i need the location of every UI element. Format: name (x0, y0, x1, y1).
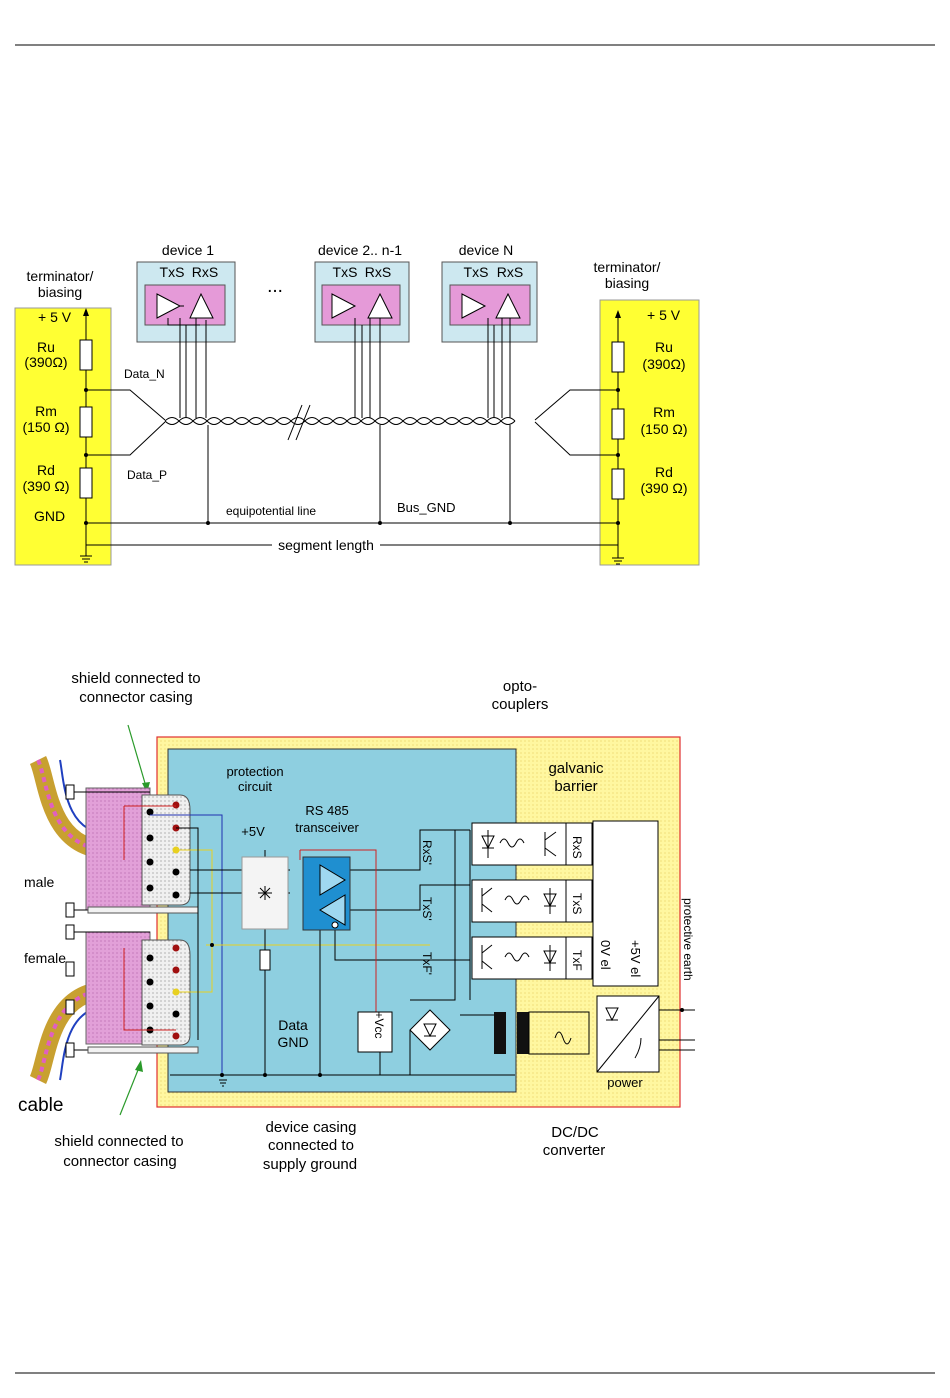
terminator-right-rd (611, 468, 625, 500)
terminator-left-ru-label: Ru (37, 339, 55, 355)
device-n-rxs: RxS (497, 264, 523, 280)
txf-prime-label: TxF' (420, 952, 434, 975)
device-1-rxs: RxS (192, 264, 218, 280)
terminator-right-rm-label: Rm (653, 404, 675, 420)
terminator-left-rm (79, 406, 93, 438)
optocoupler-txs: TxS (471, 879, 593, 923)
opto-rxs-label: RxS (570, 836, 584, 859)
terminator-right-rd-value: (390 Ω) (640, 480, 687, 496)
dcdc-label-1: DC/DC (551, 1124, 599, 1141)
female-connector-shell (85, 931, 151, 1045)
opto-label-1: opto- (503, 678, 537, 695)
devices-ellipsis: ... (267, 276, 283, 297)
casing-label-1: device casing (266, 1119, 357, 1136)
data-gnd-label-2: GND (277, 1034, 308, 1050)
terminator-right-rd-label: Rd (655, 464, 673, 480)
opto-txf-label: TxF (570, 950, 584, 971)
vcc-box (357, 1011, 393, 1053)
bias-resistor (259, 949, 271, 971)
terminator-left-gnd: GND (34, 508, 65, 524)
data-n-label: Data_N (124, 367, 165, 381)
shield-top-label-2: connector casing (79, 689, 192, 706)
dcdc-label-2: converter (543, 1142, 606, 1159)
bus-diagram: terminator/ biasing + 5 V Ru (390Ω) Rm (… (14, 242, 700, 566)
bus-gnd-label: Bus_GND (397, 500, 456, 515)
terminator-right-vcc: + 5 V (647, 307, 681, 323)
data-p-label: Data_P (127, 468, 167, 482)
terminator-left-label-2: biasing (38, 284, 82, 300)
terminator-left-rm-value: (150 Ω) (22, 419, 69, 435)
male-connector-pins (141, 794, 191, 906)
terminator-right-label-2: biasing (605, 275, 649, 291)
protective-earth-label: protective earth (681, 898, 695, 981)
device-2-txs: TxS (333, 264, 358, 280)
transformer-core-right (517, 1012, 529, 1054)
terminator-right-ru-value: (390Ω) (642, 356, 685, 372)
terminator-right-ru (611, 341, 625, 373)
device-1-title: device 1 (162, 242, 214, 258)
cable-break-mark (287, 404, 311, 441)
optocoupler-txf: TxF (471, 936, 593, 980)
device-2-title: device 2.. n-1 (318, 242, 402, 258)
terminator-left-ru (79, 339, 93, 371)
device-1-txs: TxS (160, 264, 185, 280)
female-label: female (24, 950, 66, 966)
optocoupler-rxs: RxS (471, 822, 593, 866)
terminator-right-rm-value: (150 Ω) (640, 421, 687, 437)
device-n-title: device N (459, 242, 513, 258)
shield-bottom-label-1: shield connected to (54, 1133, 183, 1150)
opto-label-2: couplers (492, 696, 549, 713)
device-2: device 2.. n-1 TxS RxS (314, 242, 410, 418)
terminator-left-rd-value: (390 Ω) (22, 478, 69, 494)
terminator-left-rd (79, 467, 93, 499)
terminator-right-label-1: terminator/ (594, 259, 661, 275)
equipotential-line-label: equipotential line (226, 504, 316, 518)
terminator-left-label-1: terminator/ (27, 268, 94, 284)
galvanic-label-1: galvanic (548, 760, 604, 777)
casing-label-3: supply ground (263, 1156, 357, 1173)
txs-prime-label: TxS' (420, 897, 434, 921)
zero-v-el-label: 0V el (598, 940, 613, 970)
logic-block (592, 820, 659, 987)
casing-label-2: connected to (268, 1137, 354, 1154)
transformer-core-left (494, 1012, 506, 1054)
data-gnd-label-1: Data (278, 1017, 308, 1033)
shield-top-pointer (127, 724, 148, 791)
male-connector-shell (85, 787, 151, 911)
vcc-label: +Vcc (372, 1011, 386, 1038)
opto-txs-label: TxS (570, 893, 584, 914)
female-connector-pins (141, 939, 191, 1046)
rxs-prime-label: RxS' (420, 840, 434, 865)
rs485-label-1: RS 485 (305, 803, 348, 818)
protection-label-2: circuit (238, 779, 272, 794)
galvanic-label-2: barrier (554, 778, 597, 795)
rs485-label-2: transceiver (295, 820, 359, 835)
segment-length-label: segment length (278, 537, 374, 553)
terminator-left-ru-value: (390Ω) (24, 354, 67, 370)
rectifier-bridge (409, 1009, 451, 1051)
protection-label-1: protection (226, 764, 283, 779)
terminator-left-rd-label: Rd (37, 462, 55, 478)
shield-top-label-1: shield connected to (71, 670, 200, 687)
cable-label: cable (18, 1095, 63, 1116)
power-label: power (607, 1075, 643, 1090)
device-1: device 1 TxS RxS (136, 242, 236, 418)
plus5v-label: +5V (241, 824, 265, 839)
device-n: device N TxS RxS (441, 242, 538, 418)
shield-bottom-label-2: connector casing (63, 1153, 176, 1170)
plus5v-el-label: +5V el (628, 940, 643, 977)
terminator-left-rm-label: Rm (35, 403, 57, 419)
device-diagram: shield connected to connector casing opt… (18, 670, 695, 1173)
terminator-right-ru-label: Ru (655, 339, 673, 355)
terminator-left-vcc: + 5 V (38, 309, 72, 325)
terminator-right-rm (611, 408, 625, 440)
terminator-left-box (14, 307, 112, 566)
device-2-rxs: RxS (365, 264, 391, 280)
device-n-txs: TxS (464, 264, 489, 280)
male-label: male (24, 874, 55, 890)
